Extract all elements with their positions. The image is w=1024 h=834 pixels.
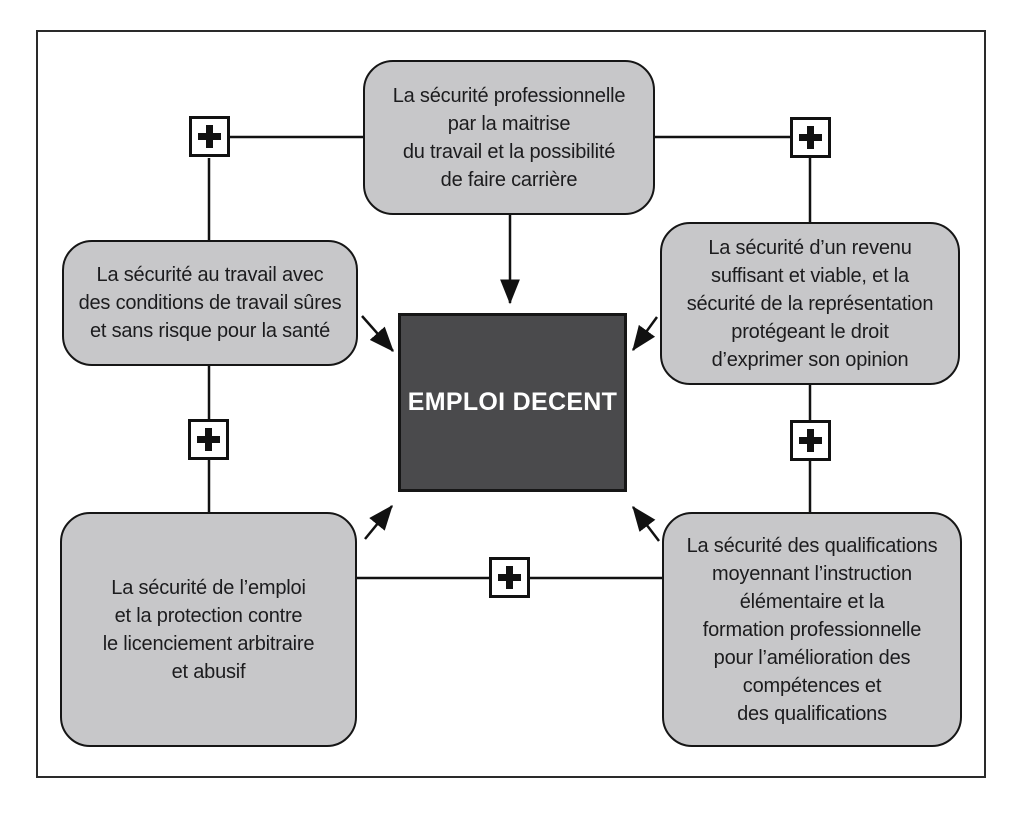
emploi-decent-label: EMPLOI DECENT — [407, 388, 618, 416]
box-securite-au-travail-text: La sécurité au travail avec des conditio… — [78, 264, 342, 342]
box-emploi-decent: EMPLOI DECENT — [398, 313, 627, 492]
plus-connector-bottom-center — [489, 557, 530, 598]
box-securite-professionnelle: La sécurité professionnelle par la maitr… — [363, 60, 655, 215]
plus-connector-middle-right — [790, 420, 831, 461]
box-securite-qualifications-text: La sécurité des qualifications moyennant… — [686, 534, 938, 725]
box-securite-professionnelle-text: La sécurité professionnelle par la maitr… — [392, 84, 626, 191]
box-securite-emploi-text: La sécurité de l’emploi et la protection… — [102, 576, 315, 683]
plus-icon — [197, 428, 220, 451]
box-securite-emploi: La sécurité de l’emploi et la protection… — [60, 512, 357, 747]
plus-connector-top-right — [790, 117, 831, 158]
plus-icon — [198, 125, 221, 148]
plus-icon — [799, 429, 822, 452]
plus-connector-top-left — [189, 116, 230, 157]
box-securite-au-travail: La sécurité au travail avec des conditio… — [62, 240, 358, 366]
box-securite-qualifications: La sécurité des qualifications moyennant… — [662, 512, 962, 747]
plus-icon — [498, 566, 521, 589]
plus-connector-middle-left — [188, 419, 229, 460]
box-securite-revenu-text: La sécurité d’un revenu suffisant et via… — [686, 236, 934, 371]
box-securite-revenu: La sécurité d’un revenu suffisant et via… — [660, 222, 960, 385]
plus-icon — [799, 126, 822, 149]
